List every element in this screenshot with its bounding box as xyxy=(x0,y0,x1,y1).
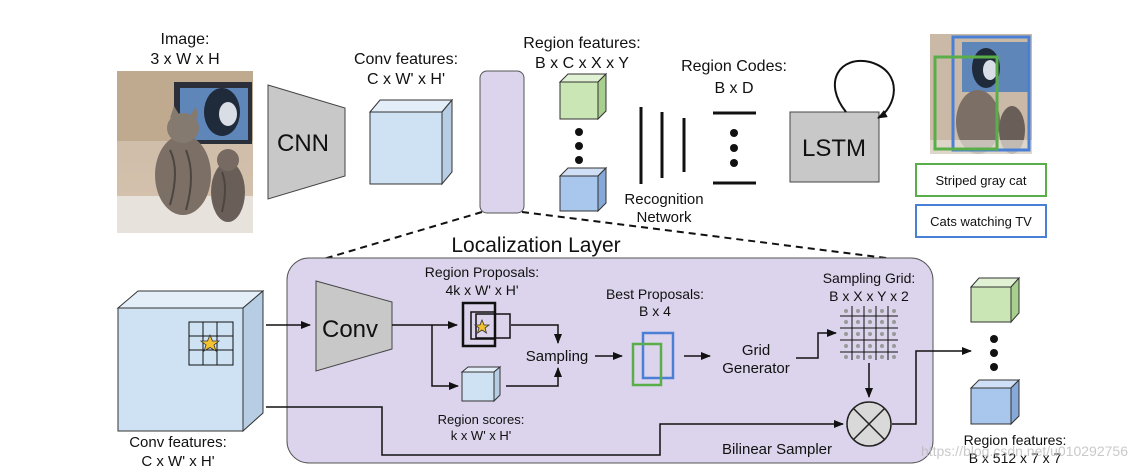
output-cube-blue xyxy=(969,378,1021,426)
conv-block xyxy=(315,280,393,372)
arrow-features-to-sampler xyxy=(266,406,844,456)
region-feature-dots xyxy=(575,128,583,164)
region-codes-label: Region Codes: xyxy=(681,58,787,75)
image-size-label: 3 x W x H xyxy=(150,51,219,68)
best-proposal-green xyxy=(631,342,663,387)
bottom-conv-features-size: C x W' x H' xyxy=(141,453,214,470)
network-label: Network xyxy=(636,209,692,226)
lstm-label: LSTM xyxy=(802,135,866,162)
grid-generator-label-2: Generator xyxy=(722,360,790,377)
region-feature-cube-green xyxy=(558,72,608,121)
zoom-line-left xyxy=(309,211,483,264)
proposal-star-icon xyxy=(473,318,491,334)
caption-box-blue xyxy=(915,204,1047,238)
output-cube-green xyxy=(969,276,1021,324)
sampling-grid xyxy=(840,306,898,360)
lstm-recurrent-arrow xyxy=(834,59,895,119)
output-image xyxy=(930,34,1032,154)
recognition-label: Recognition xyxy=(624,191,703,208)
best-proposals-size: B x 4 xyxy=(639,303,671,319)
sampling-grid-size: B x X x Y x 2 xyxy=(829,288,909,304)
conv-features-size: C x W' x H' xyxy=(367,71,445,88)
localization-title: Localization Layer xyxy=(451,234,620,257)
arrow-sampler-to-output xyxy=(892,347,972,425)
input-image xyxy=(117,71,253,233)
bottom-conv-features-cube xyxy=(116,289,265,433)
region-scores-cube xyxy=(460,365,502,403)
conv-features-label: Conv features: xyxy=(354,51,458,68)
cat-bounding-box xyxy=(933,55,999,151)
lstm-block xyxy=(789,111,880,183)
localization-panel xyxy=(286,257,934,464)
arrow-to-sampling-grid xyxy=(796,329,837,359)
caption-box-green xyxy=(915,163,1047,197)
grid-generator-label: Grid xyxy=(742,342,770,359)
zoom-line-right xyxy=(521,211,919,263)
output-region-features-size: B x 512 x 7 x 7 xyxy=(969,450,1062,466)
anchor-boxes xyxy=(461,301,511,348)
bilinear-sampler-label: Bilinear Sampler xyxy=(722,441,832,458)
best-proposals-label: Best Proposals: xyxy=(606,286,704,302)
region-codes-size: B x D xyxy=(714,80,753,97)
conv-label: Conv xyxy=(322,316,378,343)
region-scores-label: Region scores: xyxy=(438,412,525,427)
region-proposals-size: 4k x W' x H' xyxy=(445,282,518,298)
arrow-scores-to-sampling xyxy=(506,367,562,387)
best-proposal-blue xyxy=(641,331,675,380)
recognition-network xyxy=(639,107,686,184)
region-proposals-label: Region Proposals: xyxy=(425,264,539,280)
output-region-features-label: Region features: xyxy=(964,432,1067,448)
arrow-to-scores xyxy=(431,325,459,390)
sampling-label: Sampling xyxy=(526,348,589,365)
bottom-conv-features-label: Conv features: xyxy=(129,434,227,451)
cnn-label: CNN xyxy=(277,130,329,157)
watermark: https://blog.csdn.net/u010292756 xyxy=(921,443,1128,459)
conv-features-cube xyxy=(368,98,454,186)
anchor-grid xyxy=(188,321,234,366)
region-feature-cube-blue xyxy=(558,166,608,213)
localization-output-bar xyxy=(479,70,525,214)
sampling-grid-label: Sampling Grid: xyxy=(823,270,916,286)
caption-striped-gray-cat: Striped gray cat xyxy=(935,173,1026,188)
multiply-icon xyxy=(852,407,886,441)
region-features-label: Region features: xyxy=(523,35,640,52)
cnn-block xyxy=(267,84,346,200)
region-codes-vector xyxy=(713,111,756,185)
image-label: Image: xyxy=(161,31,210,48)
caption-cats-watching-tv: Cats watching TV xyxy=(930,214,1032,229)
region-scores-size: k x W' x H' xyxy=(451,428,512,443)
star-icon xyxy=(199,333,221,352)
arrow-proposals-to-sampling xyxy=(511,324,562,344)
region-features-size: B x C x X x Y xyxy=(535,55,629,72)
output-dots xyxy=(990,335,998,371)
